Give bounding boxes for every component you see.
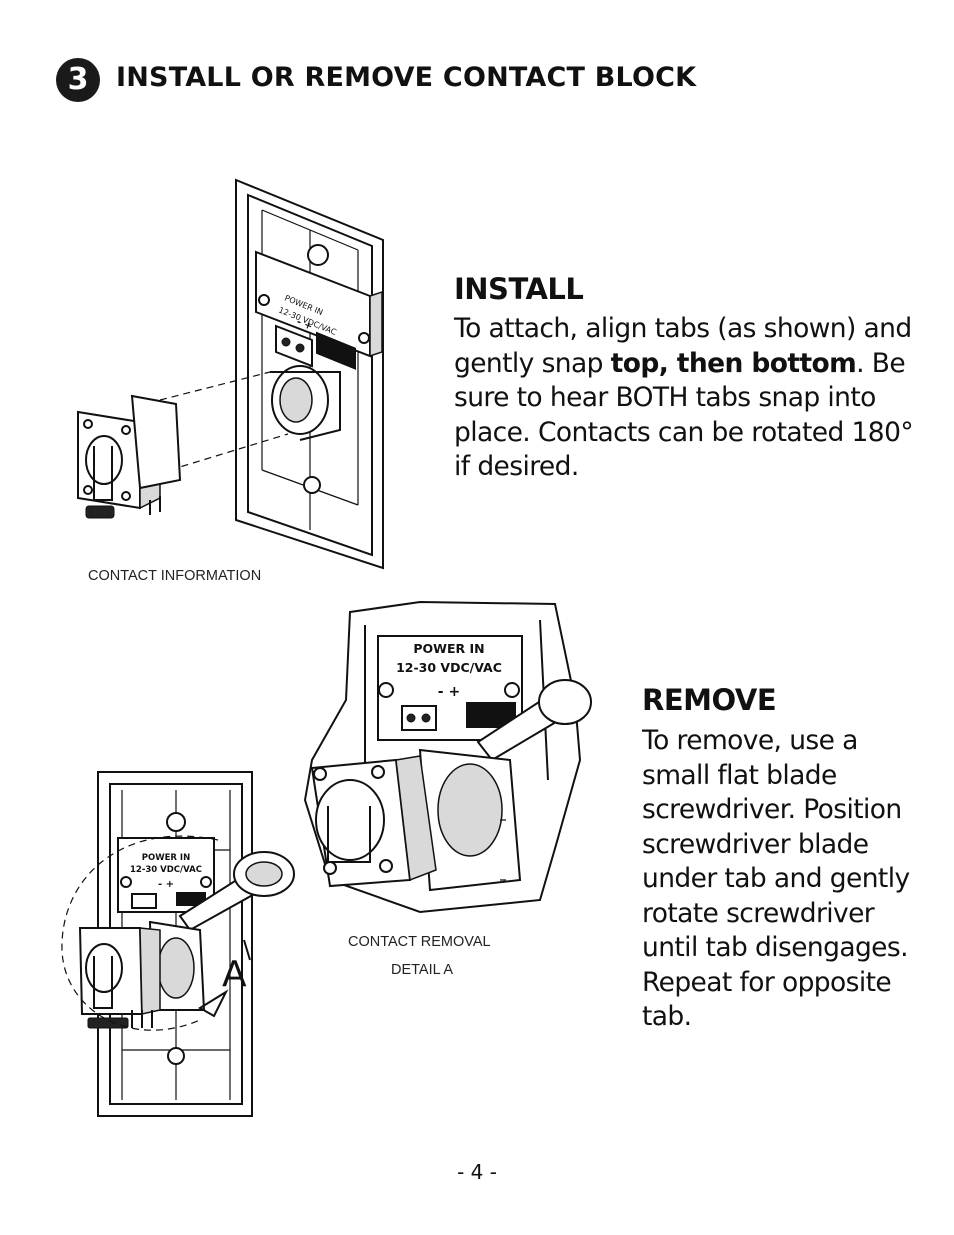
remove-instructions: To remove, use a small flat blade screwd… bbox=[642, 725, 910, 1032]
detail-power-label: POWER IN bbox=[413, 641, 484, 656]
install-text-part1: To attach, align tabs (as shown) and gen… bbox=[454, 313, 912, 379]
install-text-bold: top, then bottom bbox=[610, 347, 857, 379]
page-number: - 4 - bbox=[457, 1160, 497, 1184]
overview-power-label: POWER IN bbox=[142, 853, 190, 863]
page-title: INSTALL OR REMOVE CONTACT BLOCK bbox=[116, 62, 697, 93]
detail-voltage-label: 12-30 VDC/VAC bbox=[396, 660, 502, 675]
caption-contact-removal: CONTACT REMOVAL bbox=[348, 934, 491, 950]
detail-a-marker: A bbox=[222, 954, 247, 995]
caption-contact-information: CONTACT INFORMATION bbox=[88, 568, 262, 584]
detail-polarity-label: - + bbox=[438, 684, 460, 700]
install-heading: INSTALL bbox=[454, 272, 584, 306]
install-text-part2: . Be sure to hear BOTH tabs snap into pl… bbox=[454, 347, 914, 483]
overview-polarity-label: - + bbox=[158, 879, 174, 890]
step-number-badge: 3 bbox=[56, 58, 100, 102]
remove-heading: REMOVE bbox=[642, 683, 777, 717]
install-instructions: To attach, align tabs (as shown) and gen… bbox=[454, 312, 914, 485]
caption-detail-a: DETAIL A bbox=[391, 962, 454, 978]
overview-voltage-label: 12-30 VDC/VAC bbox=[130, 865, 202, 875]
